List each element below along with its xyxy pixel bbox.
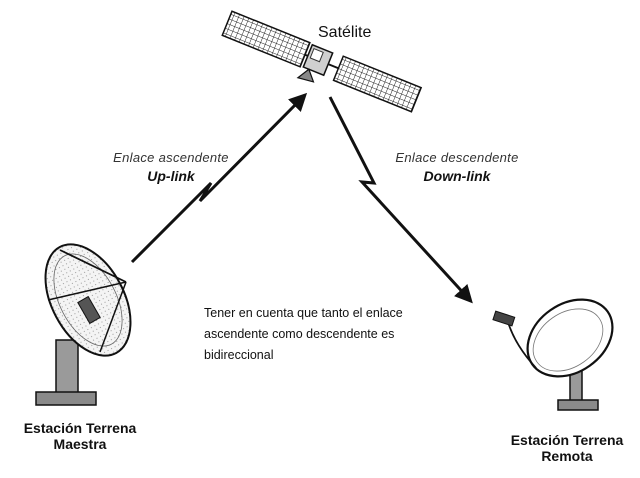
bidirectional-note: Tener en cuenta que tanto el enlace asce… bbox=[204, 303, 430, 366]
downlink-title: Enlace descendente bbox=[395, 150, 519, 165]
satellite-icon bbox=[221, 10, 423, 113]
master-dish-icon bbox=[35, 243, 132, 406]
note-line-1: Tener en cuenta que tanto el enlace bbox=[204, 306, 403, 320]
downlink-arrow bbox=[328, 96, 473, 304]
master-station-line-1: Estación Terrena bbox=[23, 420, 137, 436]
remote-station-label: Estación Terrena Remota bbox=[496, 432, 638, 464]
uplink-arrow bbox=[130, 92, 308, 264]
remote-dish-icon bbox=[492, 298, 614, 411]
master-station-label: Estación Terrena Maestra bbox=[10, 420, 150, 452]
note-line-2: ascendente como descendente es bbox=[204, 327, 395, 341]
uplink-subtitle: Up-link bbox=[147, 168, 195, 184]
downlink-subtitle: Down-link bbox=[423, 168, 491, 184]
remote-station-line-2: Remota bbox=[541, 448, 593, 464]
uplink-title: Enlace ascendente bbox=[113, 150, 229, 165]
master-station-line-2: Maestra bbox=[53, 436, 107, 452]
remote-station-line-1: Estación Terrena bbox=[510, 432, 624, 448]
note-line-3: bidireccional bbox=[204, 348, 274, 362]
satellite-label: Satélite bbox=[318, 24, 372, 41]
